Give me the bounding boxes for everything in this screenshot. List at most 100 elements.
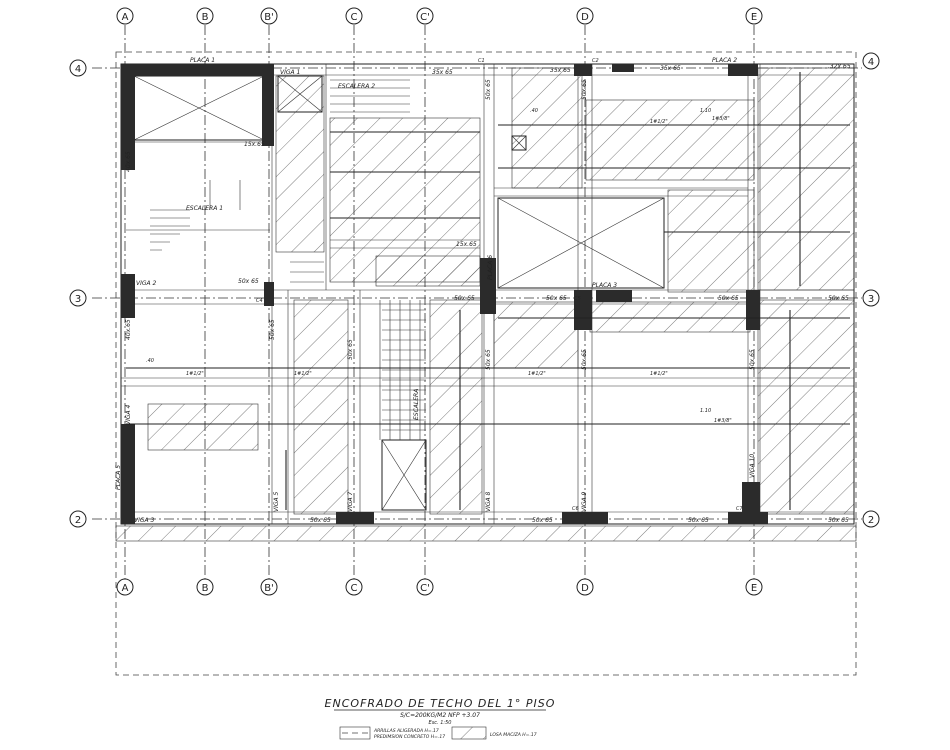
label-escalera-2: ESCALERA 2 [338, 83, 375, 90]
tag-c2: C2 [592, 58, 599, 64]
rebar-note-1: 1#1/2" [650, 119, 668, 125]
label-placa-2: PLACA 2 [712, 57, 737, 64]
section-32x65: .32x.65 [828, 63, 851, 70]
axis-bubbles-top: A B B' C C' D E [116, 7, 763, 25]
tag-c7: C7 [736, 506, 743, 512]
axis-label-3-left: 3 [75, 294, 81, 305]
section-50x65-p: 50x 65 [581, 79, 588, 100]
section-50x65-j: 50x 65 [269, 319, 276, 340]
section-15x65-a: 15x.65 [244, 141, 265, 148]
column-tags: C1 C2 C4 C5 C6 C7 [256, 58, 743, 512]
beam-labels: PLACA 1 VIGA 1 PLACA 2 VIGA 2 PLACA 3 VI… [115, 57, 756, 524]
axis-label-2-left: 2 [75, 515, 81, 526]
label-viga-9: VIGA 9 [581, 491, 588, 512]
axis-label-c-bottom: C [351, 583, 358, 594]
axis-label-e-top: E [751, 12, 757, 23]
axis-label-3-right: 3 [868, 294, 874, 305]
section-50x65-f: 50x 65 [310, 517, 331, 524]
tag-c5: C5 [574, 296, 581, 302]
section-50x65-e: 50x 65 [828, 295, 849, 302]
rebar-note-4: 1#1/2" [186, 371, 204, 377]
section-35x65-a: 35x 65 [432, 69, 453, 76]
rebar-note-9: 1#3/8" [714, 418, 732, 424]
section-50x65-l: 50x 65 [485, 349, 492, 370]
section-50x65-i: 50x 65 [828, 517, 849, 524]
axis-label-b-prime-top: B' [264, 12, 274, 23]
label-placa-6: PLACA 6 [487, 255, 494, 280]
section-15x65-b: 15x.65 [456, 241, 477, 248]
drawing-subtitle: S/C=200KG/M2 NFP +3.07 [400, 712, 480, 719]
rebar-note-8: 1.10 [700, 408, 711, 414]
axis-label-4-right: 4 [868, 57, 874, 68]
structural-columns [121, 64, 768, 524]
rebar-note-6: 1#1/2" [528, 371, 546, 377]
label-escalera-1: ESCALERA 1 [186, 205, 223, 212]
tag-c6: C6 [572, 506, 579, 512]
rebar-note-10: .40 [146, 358, 154, 364]
rebar-lines [126, 72, 850, 510]
label-placa-3: PLACA 3 [592, 282, 617, 289]
section-50x65-m: 50x 65 [581, 349, 588, 370]
section-35x65-b: 35x 65 [550, 67, 571, 74]
tag-c1: C1 [478, 58, 485, 64]
section-35x65-c: 35x 65 [660, 65, 681, 72]
label-viga-10: VIGA 10 [749, 454, 756, 478]
drawing-title: ENCOFRADO DE TECHO DEL 1° PISO [325, 697, 556, 710]
label-viga-3: VIGA 3 [134, 517, 155, 524]
axis-label-b-prime-bottom: B' [264, 583, 274, 594]
section-50x65-k: 50x 65 [347, 339, 354, 360]
section-50x65-a: 50x 65 [238, 278, 259, 285]
section-40x65-b: 40x.65 [125, 319, 132, 340]
section-labels: 35x 65 35x 65 35x 65 .32x.65 15x.65 15x.… [125, 63, 851, 524]
legend: ARRILLAS ALIGERADA H=.17 PREDIMSION CONC… [339, 726, 537, 740]
axis-label-e-bottom: E [751, 583, 757, 594]
axis-label-4-left: 4 [75, 64, 81, 75]
label-escalera: ESCALERA [413, 389, 420, 420]
legend-item-1-line1: ARRILLAS ALIGERADA H=.17 [373, 728, 439, 734]
axis-label-c-prime-top: C' [420, 12, 430, 23]
label-viga-1: VIGA 1 [280, 69, 300, 76]
tag-c4: C4 [256, 298, 263, 304]
axis-label-c-prime-bottom: C' [420, 583, 430, 594]
axis-label-a-bottom: A [122, 583, 129, 594]
rebar-note-7: 1#1/2" [650, 371, 668, 377]
section-50x65-d: 50x 65 [718, 295, 739, 302]
drawing-scale: Esc. 1:50 [429, 720, 452, 726]
section-50x65-o: 50x 65 [485, 79, 492, 100]
solid-slabs [115, 67, 857, 542]
label-placa-5: PLACA 5 [115, 465, 122, 490]
axis-label-b-bottom: B [202, 583, 209, 594]
label-viga-4: VIGA 4 [125, 404, 132, 425]
axis-label-b-top: B [202, 12, 209, 23]
section-50x65-n: 50x 65 [749, 349, 756, 370]
axis-label-a-top: A [122, 12, 129, 23]
section-50x65-g: 50x 65 [532, 517, 553, 524]
section-50x65-h: 50x 65 [688, 517, 709, 524]
stair-treads [150, 79, 480, 440]
label-viga-5: VIGA 5 [273, 491, 280, 512]
axis-label-c-top: C [351, 12, 358, 23]
label-placa-1: PLACA 1 [190, 57, 215, 64]
axis-label-d-top: D [581, 12, 589, 23]
rebar-note-3: 1#3/8" [712, 116, 730, 122]
section-50x65-c: 50x 65 [546, 295, 567, 302]
legend-item-1-line2: PREDIMSION CONCRETO H=.17 [374, 734, 445, 740]
rebar-note-5: 1#1/2" [294, 371, 312, 377]
rebar-note-11: .40 [530, 108, 538, 114]
label-viga-7: VIGA 7 [347, 491, 354, 512]
rebar-note-2: 1.10 [700, 108, 711, 114]
axis-label-d-bottom: D [581, 583, 589, 594]
axis-bubbles-rows: 4 4 3 3 2 2 [69, 52, 880, 528]
label-viga-2: VIGA 2 [136, 280, 157, 287]
section-50x65-b: 50x 65 [454, 295, 475, 302]
outer-boundary [115, 51, 857, 676]
title-block: ENCOFRADO DE TECHO DEL 1° PISO S/C=200KG… [325, 697, 556, 726]
legend-item-2: LOSA MACIZA H=.17 [490, 732, 537, 738]
axis-label-2-right: 2 [868, 515, 874, 526]
axis-bubbles-bottom: A B B' C C' D E [116, 578, 763, 596]
stair-labels: ESCALERA 1 ESCALERA 2 ESCALERA [186, 83, 420, 420]
rebar-annotations: 1#1/2" 1.10 1#3/8" 1#1/2" 1#1/2" 1#1/2" … [146, 108, 732, 424]
label-viga-8: VIGA 8 [485, 491, 492, 512]
section-40x65-a: 40x.65 [125, 151, 132, 172]
